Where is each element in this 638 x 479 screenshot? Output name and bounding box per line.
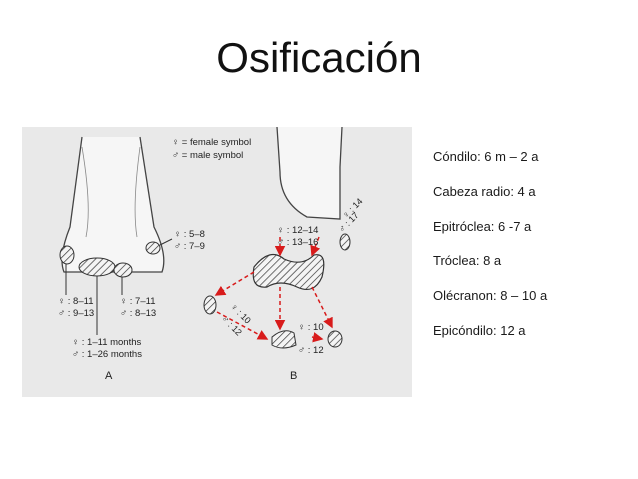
b-central-center	[252, 253, 325, 290]
fact-epicondilo: Epicóndilo: 12 a	[433, 322, 526, 338]
capitulum-center-a	[78, 257, 116, 277]
ossification-figure: ♀ = female symbol ♂ = male symbol ♀ : 5–…	[22, 127, 412, 397]
panel-a-label: A	[105, 370, 113, 382]
fact-condilo: Cóndilo: 6 m – 2 a	[433, 149, 539, 164]
b-top-male: ♂ : 13–16	[277, 237, 318, 248]
a-mid-male: ♂ : 8–13	[120, 308, 156, 319]
a-mid-female: ♀ : 7–11	[120, 296, 155, 307]
legend-male: ♂ = male symbol	[172, 150, 243, 161]
b-top-female: ♀ : 12–14	[277, 225, 318, 236]
a-left-male: ♂ : 9–13	[58, 308, 94, 319]
medial-epicondyle-a	[145, 241, 161, 255]
a-cap-female: ♀ : 1–11 months	[72, 337, 142, 348]
panel-b-humerus	[276, 127, 343, 220]
panel-a-humerus	[61, 136, 165, 273]
b-low-right-center	[327, 330, 343, 348]
fact-cabeza-radio: Cabeza radio: 4 a	[433, 183, 536, 199]
fact-olecranon: Olécranon: 8 – 10 a	[433, 288, 548, 304]
lateral-epicondyle-a	[59, 245, 75, 265]
panel-b-label: B	[290, 370, 297, 382]
fact-troclea: Tróclea: 8 a	[433, 253, 502, 269]
fact-epitroclea: Epitróclea: 6 -7 a	[433, 218, 532, 234]
a-left-female: ♀ : 8–11	[58, 296, 93, 307]
b-left-center	[203, 295, 217, 315]
b-right-center	[339, 233, 351, 251]
trochlea-center-a	[113, 262, 133, 278]
legend-female: ♀ = female symbol	[172, 137, 251, 148]
a-cap-male: ♂ : 1–26 months	[72, 349, 142, 360]
b-low-female: ♀ : 10	[298, 322, 324, 333]
a-medial-male: ♂ : 7–9	[174, 241, 205, 252]
b-low-center	[271, 330, 297, 349]
b-low-male: ♂ : 12	[298, 345, 324, 356]
a-medial-female: ♀ : 5–8	[174, 229, 205, 240]
ossification-ages-list: Cóndilo: 6 m – 2 a Cabeza radio: 4 a Epi…	[433, 148, 633, 357]
slide-title: Osificación	[216, 34, 422, 81]
elbow-ossification-diagram: ♀ = female symbol ♂ = male symbol ♀ : 5–…	[58, 127, 365, 382]
